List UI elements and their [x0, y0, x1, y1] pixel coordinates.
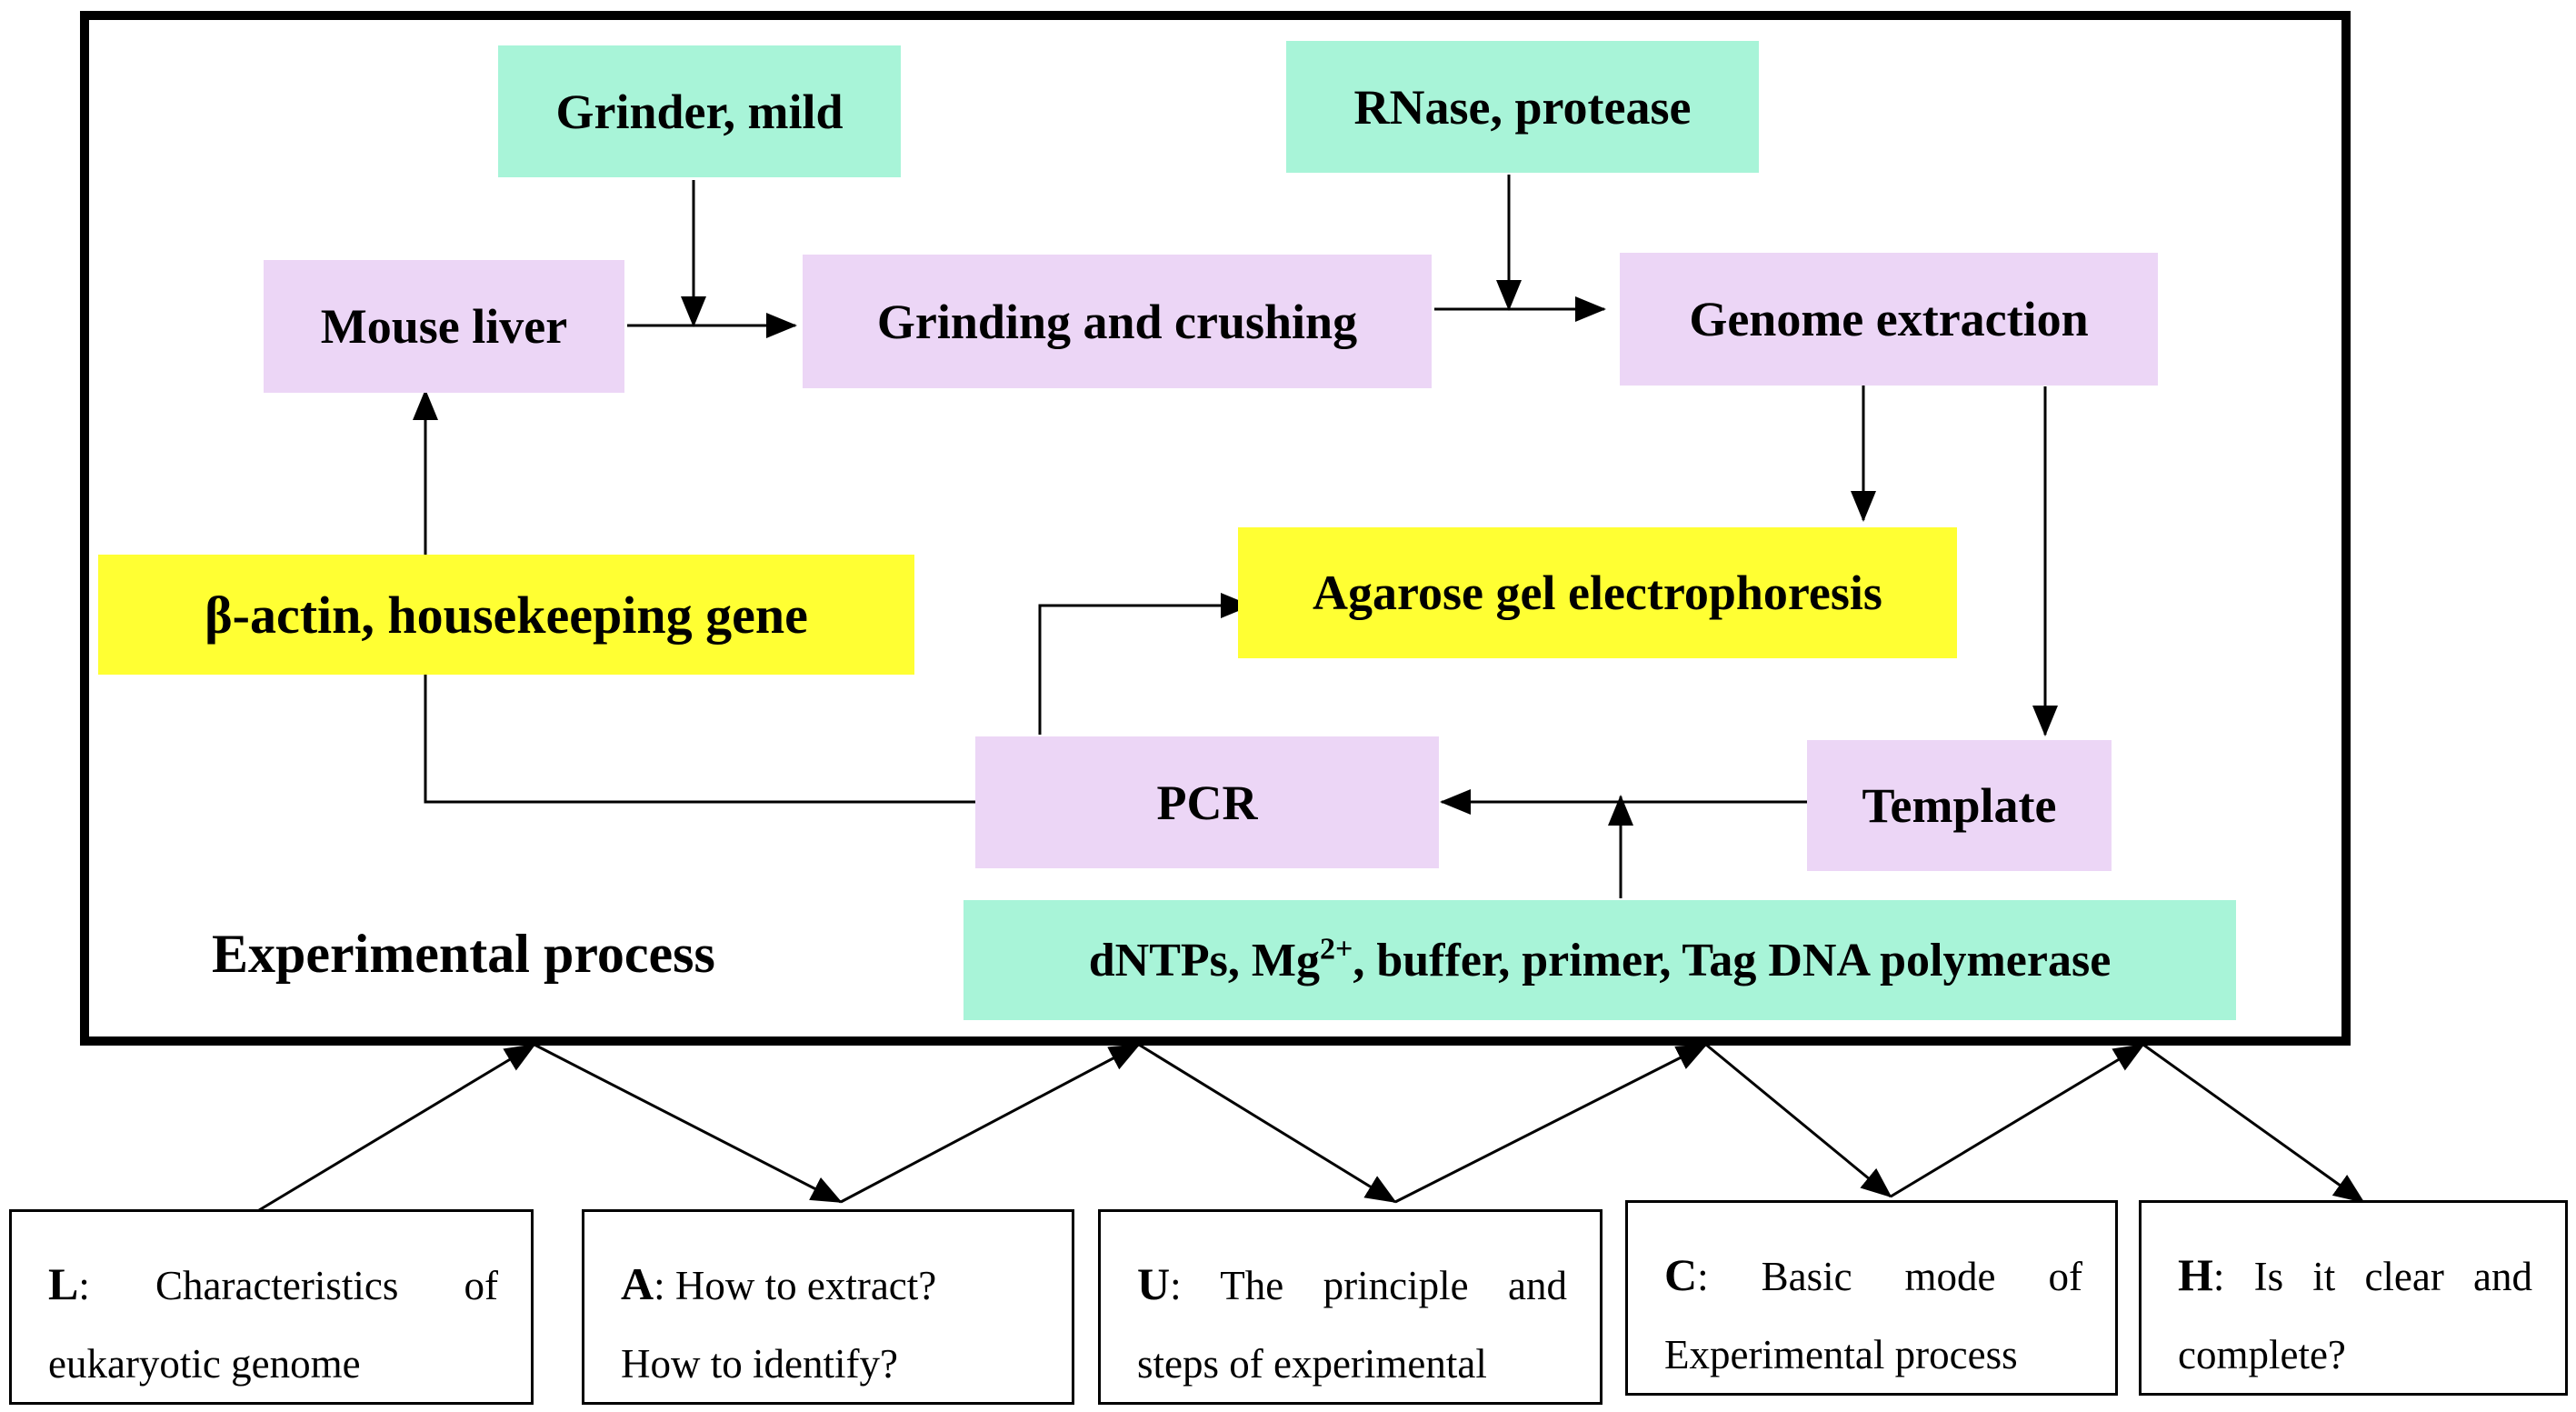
arrow-A-up: [840, 1043, 1141, 1204]
agarose-box: Agarose gel electrophoresis: [1238, 527, 1957, 658]
arrow-H-down: [2142, 1043, 2365, 1204]
question-box-A: A: How to extract? How to identify?: [582, 1209, 1074, 1405]
question-H-letter: H: [2178, 1249, 2213, 1300]
genome-extraction-label: Genome extraction: [1689, 292, 2089, 346]
arrow-A-down: [534, 1043, 843, 1204]
arrow-C-down: [1705, 1043, 1892, 1198]
question-box-U: U: The principle and steps of experiment…: [1098, 1209, 1603, 1405]
grinder-box: Grinder, mild: [498, 45, 901, 177]
pcr-label: PCR: [1156, 775, 1258, 830]
reagent-dntps: dNTPs: [1088, 934, 1228, 986]
question-A-line2: How to identify?: [621, 1341, 898, 1387]
reagents-box: dNTPs, Mg2+, buffer, primer, Tag DNA pol…: [964, 900, 2236, 1020]
mouse-liver-box: Mouse liver: [264, 260, 624, 393]
template-box: Template: [1807, 740, 2112, 871]
grinder-label: Grinder, mild: [555, 84, 844, 139]
reagent-mg-charge: 2+: [1319, 932, 1353, 966]
question-box-C: C: Basic mode of Experimental process: [1625, 1200, 2118, 1396]
question-U-line1: U: The principle and: [1137, 1258, 1567, 1309]
arrow-C-up: [1890, 1043, 2145, 1198]
reagent-mg: Mg: [1251, 934, 1320, 986]
question-C-letter: C: [1664, 1249, 1698, 1300]
question-box-H: H: Is it clear and complete?: [2139, 1200, 2568, 1396]
question-box-L: L: Characteristics of eukaryotic genome: [9, 1209, 534, 1405]
reagent-polymerase: Tag DNA polymerase: [1682, 934, 2112, 986]
genome-extraction-box: Genome extraction: [1620, 253, 2158, 386]
question-H-line2: complete?: [2178, 1332, 2346, 1377]
reagent-primer: primer: [1522, 934, 1660, 986]
pcr-box: PCR: [975, 736, 1439, 868]
arrow-U-down: [1138, 1043, 1397, 1204]
agarose-label: Agarose gel electrophoresis: [1313, 566, 1882, 620]
actin-label: β-actin, housekeeping gene: [205, 585, 808, 645]
rnase-box: RNase, protease: [1286, 41, 1759, 173]
template-label: Template: [1862, 778, 2057, 833]
frame-label: Experimental process: [212, 924, 715, 984]
question-A-line1: A: How to extract?: [621, 1258, 937, 1309]
actin-box: β-actin, housekeeping gene: [98, 555, 914, 675]
mouse-liver-label: Mouse liver: [320, 299, 568, 354]
grinding-label: Grinding and crushing: [876, 294, 1358, 349]
question-U-line2: steps of experimental: [1137, 1341, 1487, 1387]
question-L-letter: L: [48, 1258, 79, 1309]
question-U-letter: U: [1137, 1258, 1171, 1309]
question-A-letter: A: [621, 1258, 654, 1309]
question-H-line1: H: Is it clear and: [2178, 1249, 2532, 1300]
reagents-label: dNTPs, Mg2+, buffer, primer, Tag DNA pol…: [1088, 932, 2112, 986]
rnase-label: RNase, protease: [1353, 79, 1692, 135]
question-C-line1: C: Basic mode of: [1664, 1249, 2082, 1300]
arrow-pcr-to-agarose: [1038, 593, 1252, 735]
experimental-process-frame: [80, 11, 2351, 1046]
question-L-line2: eukaryotic genome: [48, 1341, 361, 1387]
question-L-line1: L: Characteristics of: [48, 1258, 498, 1309]
question-C-line2: Experimental process: [1664, 1332, 2018, 1377]
arrow-U-up: [1394, 1043, 1708, 1204]
grinding-box: Grinding and crushing: [803, 255, 1432, 388]
reagent-buffer: buffer: [1376, 934, 1499, 986]
arrow-L-up: [258, 1043, 536, 1212]
